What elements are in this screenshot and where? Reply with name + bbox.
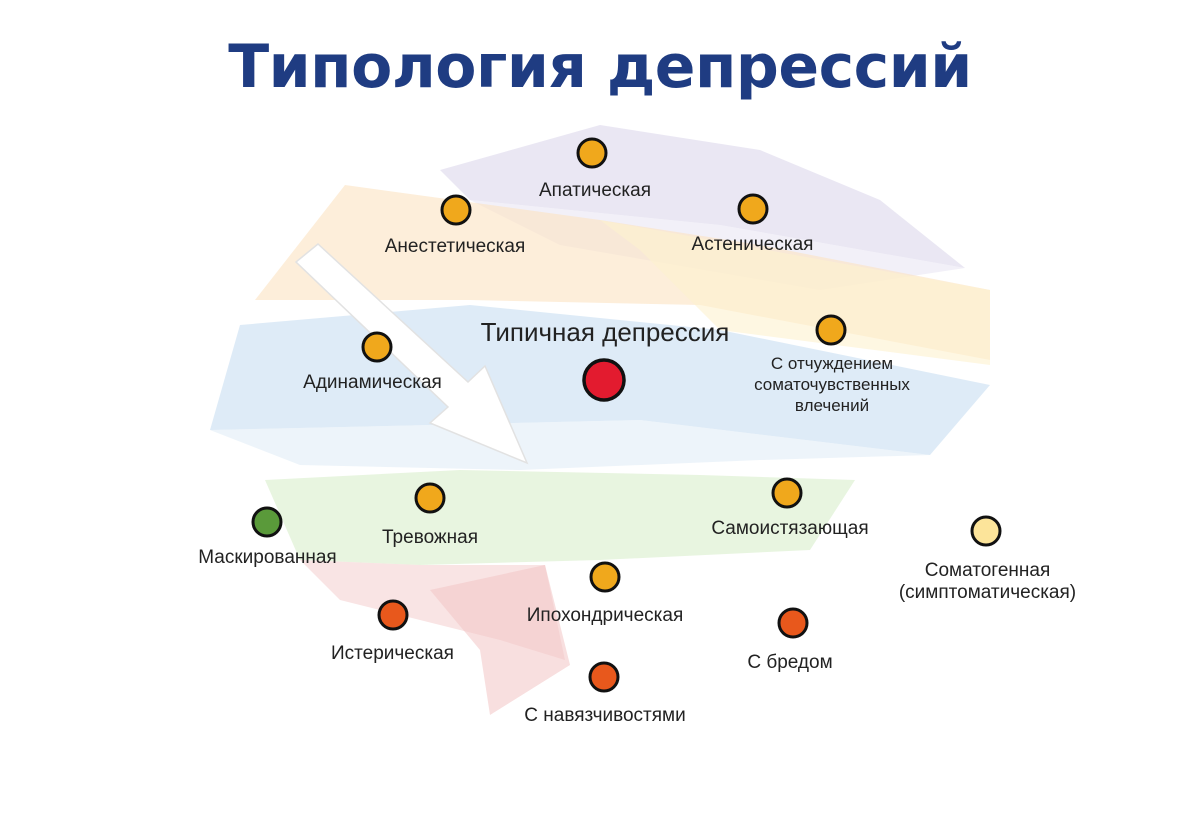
node-ipokhondricheskaya [589,561,621,593]
label-ipokhondricheskaya: Ипохондрическая [526,605,684,626]
node-astenicheskaya [737,193,769,225]
ribbon-purple [440,125,965,268]
page-title: Типология депрессий [228,32,972,102]
label-trevozhnaya: Тревожная [382,527,478,548]
label-somatogennaya: Соматогенная (симптоматическая) [898,560,1077,603]
label-adinamicheskaya: Адинамическая [303,372,442,393]
label-apatheticheskaya: Апатическая [539,180,651,201]
ribbon-red [430,565,570,715]
node-otchuzhdenie [815,314,847,346]
node-apatheticheskaya [576,137,608,169]
node-layer [251,137,1002,693]
node-trevozhnaya [414,482,446,514]
node-maskirovannaya [251,506,283,538]
node-anesteticheskaya [440,194,472,226]
label-center: Типичная депрессия [480,317,730,347]
label-samoistyazayushchaya: Самоистязающая [711,518,869,539]
label-otchuzhdenie: С отчуждением соматочувственных влечений [754,354,910,415]
ribbon-blue-light [210,420,930,470]
direction-arrow [294,243,529,465]
ribbon-yellow [600,220,990,365]
ribbon-green [265,470,855,565]
label-s-bredom: С бредом [747,652,833,673]
label-astenicheskaya: Астеническая [691,234,814,255]
node-adinamicheskaya [361,331,393,363]
node-istericheskaya [377,599,409,631]
node-s-bredom [777,607,809,639]
label-anesteticheskaya: Анестетическая [384,236,526,257]
node-samoistyazayushchaya [771,477,803,509]
node-somatogennaya [970,515,1002,547]
node-center [582,358,626,402]
label-s-navyazchivostyami: С навязчивостями [524,705,686,726]
label-maskirovannaya: Маскированная [198,547,337,568]
node-s-navyazchivostyami [588,661,620,693]
label-istericheskaya: Истерическая [331,643,454,664]
